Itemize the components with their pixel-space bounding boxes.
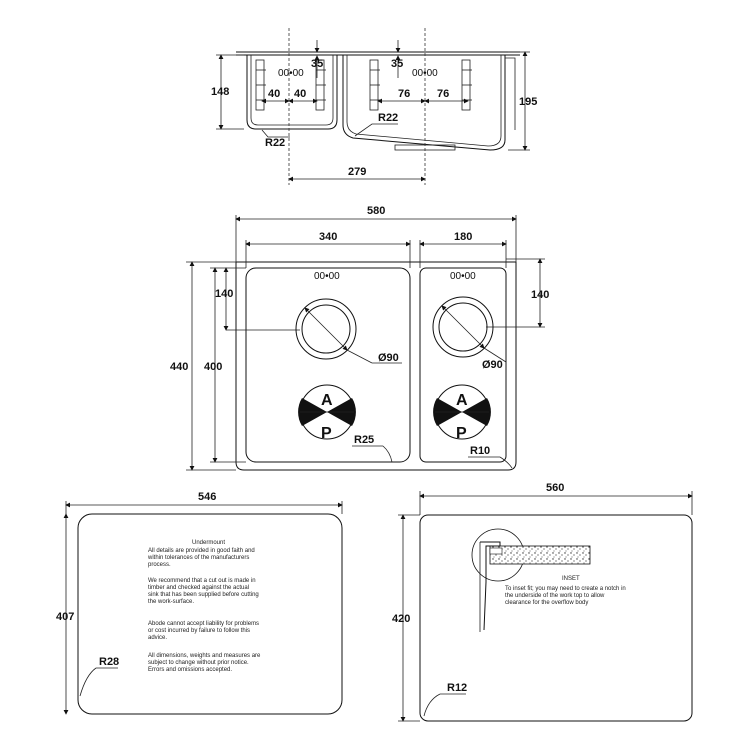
radius-r12: R12 (447, 682, 467, 694)
svg-text:P: P (456, 425, 467, 442)
radius-r22-left: R22 (265, 137, 285, 149)
note-line: sink that has been supplied before cutti… (148, 592, 259, 598)
svg-text:A: A (456, 392, 468, 409)
note-line: Abode cannot accept liability for proble… (148, 621, 259, 627)
inset-cutout: 560 420 R12 INSET To inset fit; you may … (392, 482, 693, 722)
inset-note-line: clearance for the overflow body (505, 600, 588, 606)
dim-546: 546 (198, 491, 216, 503)
dim-560: 560 (546, 482, 564, 494)
dim-407: 407 (56, 611, 74, 623)
brand-logo-icon: A P (298, 384, 356, 442)
waste-mark: 00•00 (450, 271, 476, 282)
dim-400: 400 (204, 361, 222, 373)
inset-note-line: the underside of the work top to allow (505, 593, 605, 599)
radius-r10: R10 (470, 445, 490, 457)
dia-90-left: Ø90 (378, 352, 399, 364)
dim-195: 195 (519, 96, 537, 108)
dim-279: 279 (348, 166, 366, 178)
dim-148: 148 (211, 86, 229, 98)
radius-r28: R28 (99, 656, 119, 668)
note-line: All dimensions, weights and measures are (148, 653, 261, 659)
note-line: process. (148, 562, 171, 568)
note-line: All details are provided in good faith a… (148, 548, 255, 554)
svg-text:P: P (321, 425, 332, 442)
dim-580: 580 (367, 205, 385, 217)
brand-logo-icon: A P (433, 384, 491, 442)
plan-view: 580 340 180 440 400 140 140 00•00 00•00 (170, 205, 549, 471)
dim-340: 340 (319, 231, 337, 243)
dim-180: 180 (454, 231, 472, 243)
dim-76-b: 76 (437, 88, 449, 100)
inset-detail-diagram (471, 528, 591, 632)
note-line: timber and checked against the actual (148, 585, 249, 591)
note-line: Errors and omissions accepted. (148, 667, 232, 673)
radius-r22-right: R22 (378, 112, 398, 124)
note-line: the work-surface. (148, 599, 194, 605)
inset-title: INSET (562, 576, 580, 582)
svg-text:A: A (321, 392, 333, 409)
dim-140-right: 140 (531, 289, 549, 301)
dia-90-right: Ø90 (482, 359, 503, 371)
waste-mark: 00•00 (278, 68, 304, 79)
note-line: advice. (148, 635, 167, 641)
dim-40-a: 40 (268, 88, 280, 100)
dim-76-a: 76 (398, 88, 410, 100)
radius-r25: R25 (354, 434, 374, 446)
waste-outlet-right (432, 296, 494, 358)
undermount-cutout: 546 407 R28 Undermount All details are p… (56, 491, 343, 715)
waste-outlet-left (295, 298, 357, 360)
top-section-view: 35 35 00•00 00•00 40 40 76 76 148 195 R2… (211, 28, 537, 185)
dim-140-left: 140 (215, 288, 233, 300)
dim-40-b: 40 (294, 88, 306, 100)
dim-440: 440 (170, 361, 188, 373)
note-line: or cost incurred by failure to follow th… (148, 628, 250, 634)
waste-mark: 00•00 (314, 271, 340, 282)
undermount-title: Undermount (192, 540, 225, 546)
note-line: We recommend that a cut out is made in (148, 578, 256, 584)
inset-note-line: To inset fit; you may need to create a n… (505, 586, 626, 592)
dim-35-left: 35 (311, 58, 323, 70)
dim-420: 420 (392, 613, 410, 625)
note-line: subject to change without prior notice. (148, 660, 249, 666)
dim-35-right: 35 (391, 58, 403, 70)
note-line: within tolerances of the manufacturers (147, 555, 249, 561)
waste-mark: 00•00 (412, 68, 438, 79)
